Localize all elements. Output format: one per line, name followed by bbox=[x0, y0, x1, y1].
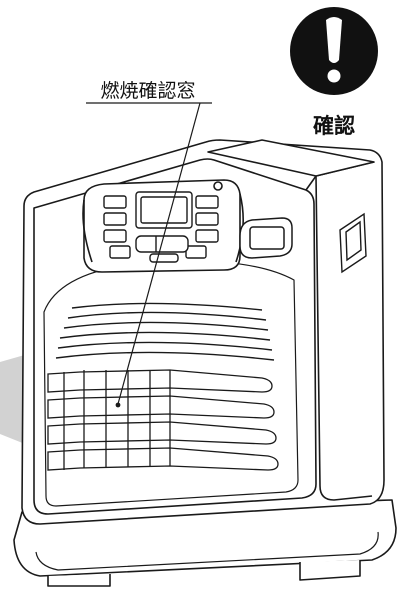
callout-point bbox=[115, 402, 121, 408]
callout-label: 燃焼確認窓 bbox=[100, 80, 195, 102]
callout-leader bbox=[86, 102, 212, 405]
side-handle bbox=[339, 212, 367, 274]
notice-label: 確認 bbox=[313, 114, 355, 138]
exclamation-icon bbox=[290, 7, 378, 95]
vent-slats bbox=[55, 302, 275, 361]
right-display bbox=[239, 217, 293, 259]
combustion-grille bbox=[47, 369, 279, 471]
